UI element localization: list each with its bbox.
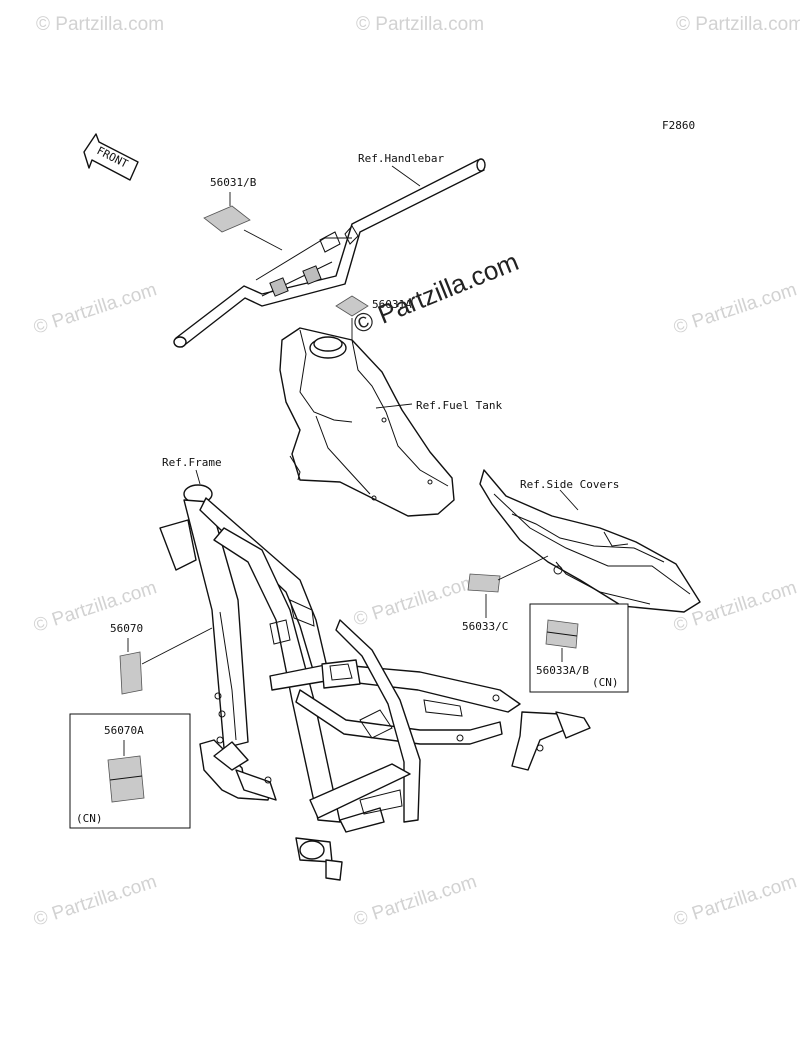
watermark-large: © Partzilla.com bbox=[349, 246, 523, 339]
decal-56070 bbox=[119, 651, 143, 695]
watermark: © Partzilla.com bbox=[676, 14, 800, 35]
fuel-tank-ref-label: Ref.Fuel Tank bbox=[416, 399, 502, 412]
frame bbox=[159, 484, 591, 881]
watermark: © Partzilla.com bbox=[36, 14, 164, 35]
part-56033c-label: 56033/C bbox=[462, 620, 508, 633]
watermark: © Partzilla.com bbox=[356, 14, 484, 35]
fuel-tank bbox=[279, 327, 455, 517]
leader-side-covers bbox=[559, 489, 579, 511]
part-56070-label: 56070 bbox=[110, 622, 143, 635]
leader-56070-to-frame bbox=[141, 627, 213, 665]
watermark: © Partzilla.com bbox=[351, 871, 479, 931]
frame-ref-label: Ref.Frame bbox=[162, 456, 222, 469]
part-56031a-label: 56031A bbox=[372, 298, 412, 311]
side-covers-ref-label: Ref.Side Covers bbox=[520, 478, 619, 491]
leader-fuel-tank bbox=[375, 403, 413, 409]
side-cover bbox=[479, 469, 701, 613]
leader-56031b-to-bar bbox=[243, 229, 283, 251]
decal-56031a bbox=[335, 295, 369, 317]
part-56033ab-label: 56033A/B bbox=[536, 664, 589, 677]
front-arrow-icon: FRONT bbox=[83, 133, 139, 181]
cn-left-label: (CN) bbox=[76, 812, 103, 825]
watermark: © Partzilla.com bbox=[671, 279, 799, 339]
part-56031b-label: 56031/B bbox=[210, 176, 257, 189]
inset-56070a: 56070A (CN) bbox=[69, 713, 191, 829]
handlebar bbox=[173, 158, 486, 348]
figure-code: F2860 bbox=[662, 119, 695, 132]
handlebar-ref-label: Ref.Handlebar bbox=[358, 152, 444, 165]
leader-56033c bbox=[497, 555, 549, 581]
decal-56070a bbox=[107, 755, 145, 803]
watermark: © Partzilla.com bbox=[31, 871, 159, 931]
leader-handlebar bbox=[391, 165, 421, 187]
watermark: © Partzilla.com bbox=[351, 571, 479, 631]
cn-right-label: (CN) bbox=[592, 676, 619, 689]
leader-frame bbox=[195, 469, 201, 485]
inset-56033ab: 56033A/B (CN) bbox=[529, 603, 629, 693]
decal-56031b bbox=[203, 205, 251, 233]
decal-56033c bbox=[467, 573, 501, 593]
watermark: © Partzilla.com bbox=[31, 279, 159, 339]
part-56070a-label: 56070A bbox=[104, 724, 144, 737]
watermark: © Partzilla.com bbox=[671, 871, 799, 931]
